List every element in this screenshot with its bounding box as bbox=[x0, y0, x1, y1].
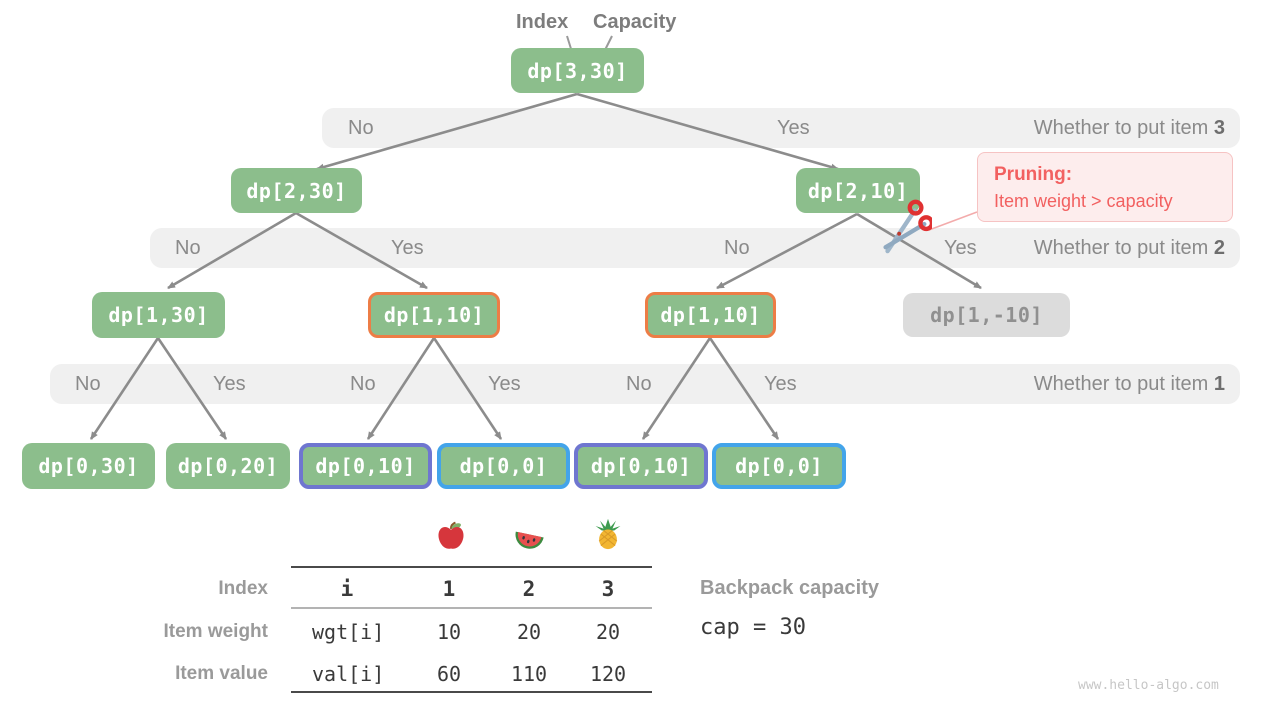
band-decision-label: No bbox=[75, 373, 101, 395]
watermark: www.hello-algo.com bbox=[1078, 678, 1219, 693]
decision-band-item-2: No Yes No Yes Whether to put item 2 bbox=[150, 228, 1240, 268]
index-header-label: Index bbox=[516, 11, 569, 33]
band-question: Whether to put item 3 bbox=[1033, 117, 1225, 139]
band-decision-label: Yes bbox=[391, 237, 424, 259]
row-header-weight: Item weight bbox=[163, 621, 268, 642]
row-header-value: Item value bbox=[175, 663, 268, 684]
cell-wgt-3: 20 bbox=[595, 620, 621, 644]
node-dp-0-0-b: dp[0,0] bbox=[712, 443, 846, 489]
band-decision-label: Yes bbox=[488, 373, 521, 395]
scissors-icon bbox=[883, 199, 932, 254]
cell-wgt-1: 10 bbox=[436, 620, 462, 644]
band-decision-label: No bbox=[626, 373, 652, 395]
cell-index-2: 2 bbox=[522, 577, 536, 601]
node-dp-1-30: dp[1,30] bbox=[92, 292, 225, 338]
band-decision-label: Yes bbox=[213, 373, 246, 395]
capacity-header-label: Capacity bbox=[593, 11, 677, 33]
pruning-title: Pruning bbox=[994, 164, 1066, 185]
cell-wgt-label: wgt[i] bbox=[312, 620, 385, 644]
node-dp-0-10-a: dp[0,10] bbox=[299, 443, 432, 489]
band-decision-label: No bbox=[724, 237, 750, 259]
cell-val-1: 60 bbox=[436, 662, 462, 686]
band-decision-label: No bbox=[350, 373, 376, 395]
backpack-capacity-value: cap = 30 bbox=[700, 615, 806, 640]
band-decision-label: Yes bbox=[777, 117, 810, 139]
node-dp-0-30: dp[0,30] bbox=[22, 443, 155, 489]
node-dp-2-10: dp[2,10] bbox=[796, 168, 920, 213]
watermelon-icon bbox=[515, 531, 544, 549]
table-top-rule bbox=[291, 566, 652, 568]
backpack-capacity-label: Backpack capacity bbox=[700, 577, 880, 599]
node-dp-0-0-a: dp[0,0] bbox=[437, 443, 570, 489]
band-question: Whether to put item 2 bbox=[1033, 237, 1225, 259]
apple-icon bbox=[438, 521, 464, 549]
band-decision-label: No bbox=[348, 117, 374, 139]
cell-index-3: 3 bbox=[601, 577, 615, 601]
cell-index-1: 1 bbox=[442, 577, 456, 601]
band-decision-label: No bbox=[175, 237, 201, 259]
cell-val-3: 120 bbox=[589, 662, 627, 686]
band-decision-label: Yes bbox=[944, 237, 977, 259]
node-dp-2-30: dp[2,30] bbox=[231, 168, 362, 213]
table-mid-rule bbox=[291, 607, 652, 609]
table-bottom-rule bbox=[291, 691, 652, 693]
pineapple-icon bbox=[595, 518, 621, 550]
cell-wgt-2: 20 bbox=[516, 620, 542, 644]
node-dp-1-10-a: dp[1,10] bbox=[368, 292, 500, 338]
node-dp-1-neg10: dp[1,-10] bbox=[903, 293, 1070, 337]
band-decision-label: Yes bbox=[764, 373, 797, 395]
decision-band-item-3: No Yes Whether to put item 3 bbox=[322, 108, 1240, 148]
node-dp-1-10-b: dp[1,10] bbox=[645, 292, 776, 338]
cell-val-label: val[i] bbox=[312, 662, 385, 686]
cell-index-i: i bbox=[340, 577, 354, 601]
node-dp-0-20: dp[0,20] bbox=[166, 443, 290, 489]
decision-band-item-1: No Yes No Yes No Yes Whether to put item… bbox=[50, 364, 1240, 404]
pruning-callout: Pruning: Item weight > capacity bbox=[977, 152, 1233, 222]
band-question: Whether to put item 1 bbox=[1033, 373, 1225, 395]
node-dp-3-30: dp[3,30] bbox=[511, 48, 644, 93]
cell-val-2: 110 bbox=[510, 662, 548, 686]
node-dp-0-10-b: dp[0,10] bbox=[574, 443, 708, 489]
pruning-detail: Item weight > capacity bbox=[994, 191, 1173, 211]
row-header-index: Index bbox=[218, 578, 268, 599]
